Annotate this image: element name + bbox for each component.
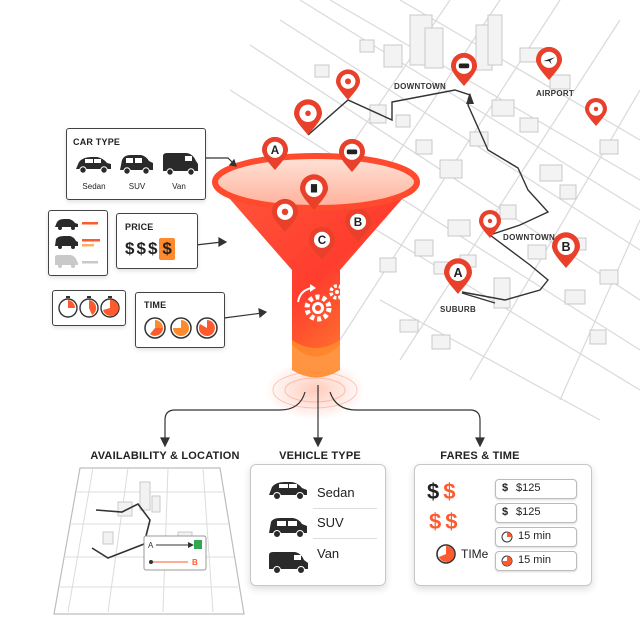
- car-row-2: [55, 236, 100, 249]
- fare-pill-2[interactable]: $ $125: [495, 503, 577, 523]
- vehicle-suv-label: SUV: [317, 515, 344, 530]
- map-pin-target-target-icon: [345, 78, 351, 85]
- availability-panel[interactable]: A B: [48, 462, 248, 622]
- map-pin-a-left-label: A: [453, 266, 462, 280]
- vehicle-suv-icon: [269, 518, 307, 538]
- fare-dollar-orange-2: $: [429, 509, 442, 534]
- fares-time-title: FARES & TIME: [440, 450, 520, 462]
- funnel-pin-c[interactable]: C: [309, 226, 335, 260]
- fare-dollar-orange: $: [443, 479, 456, 504]
- map-pin-2[interactable]: [585, 97, 607, 126]
- map-pin-3[interactable]: [479, 209, 501, 238]
- car-type-van-label: Van: [172, 182, 186, 191]
- time-pill-2-value: 15 min: [518, 554, 552, 566]
- fare-pill-1-value: $125: [516, 482, 541, 494]
- clock-icon-2: [79, 296, 99, 318]
- map-pin-b-right-label: B: [561, 240, 570, 254]
- clock-icon-3: [100, 296, 120, 318]
- vehicle-type-title: VEHICLE TYPE: [279, 450, 361, 462]
- fares-time-label: TIMe: [461, 547, 489, 561]
- car-type-title: CAR TYPE: [73, 137, 121, 147]
- price-dollar-2: $: [136, 239, 146, 258]
- funnel-pin-target[interactable]: [272, 198, 298, 232]
- label-suburb: SUBURB: [440, 305, 476, 314]
- funnel-pin-b[interactable]: B: [345, 208, 371, 242]
- time-pill-1[interactable]: 15 min: [495, 527, 577, 547]
- label-airport: AIRPORT: [536, 89, 574, 98]
- time-card[interactable]: TIME: [135, 292, 225, 348]
- map-pin-b-right[interactable]: B: [552, 232, 580, 268]
- funnel-pin-target-target-icon: [281, 208, 289, 216]
- map-pin-target[interactable]: [336, 69, 360, 100]
- vehicle-sedan-icon: [269, 482, 307, 500]
- map-pin-airport[interactable]: [536, 46, 562, 80]
- route-legend-a: A: [148, 541, 154, 550]
- fares-dollars-row-1: $$: [427, 479, 456, 505]
- time-clock-1: [144, 317, 166, 339]
- car-type-suv-label: SUV: [128, 182, 146, 191]
- time-clock-3: [196, 317, 218, 339]
- fare-pill-1-icon: $: [502, 482, 509, 494]
- vehicle-type-panel[interactable]: Sedan SUV Van: [250, 464, 386, 586]
- funnel-pin-a[interactable]: A: [262, 136, 288, 170]
- funnel-pin-a-label: A: [271, 144, 280, 157]
- car-type-sedan-label: Sedan: [82, 182, 106, 191]
- label-downtown-mid: DOWNTOWN: [503, 233, 555, 242]
- time-pill-1-clock-icon: [501, 531, 513, 543]
- car-row-1: [55, 219, 98, 230]
- fare-pill-1[interactable]: $ $125: [495, 479, 577, 499]
- map-pin-a-left[interactable]: A: [444, 258, 472, 294]
- price-dollar-1: $: [125, 239, 135, 258]
- time-pill-2-clock-icon: [501, 555, 513, 567]
- label-downtown-top: DOWNTOWN: [394, 82, 446, 91]
- vehicle-sedan-label: Sedan: [317, 485, 355, 500]
- time-clock-2: [170, 317, 192, 339]
- route-legend-b: B: [192, 558, 198, 567]
- price-title: PRICE: [125, 222, 154, 232]
- map-buildings: [314, 14, 619, 350]
- map-pin-car[interactable]: [451, 52, 477, 86]
- funnel-pin-door-icon: [310, 184, 318, 193]
- funnel-pin-c-label: C: [318, 234, 327, 247]
- fares-clock-icon: [436, 544, 456, 564]
- fare-dollar-dark: $: [427, 479, 440, 504]
- time-pill-2[interactable]: 15 min: [495, 551, 577, 571]
- price-card[interactable]: PRICE $ $ $ $: [116, 213, 198, 269]
- cars-list-card[interactable]: [48, 210, 108, 276]
- funnel-pin-car-car-icon: [346, 149, 358, 155]
- map-pin-1[interactable]: [294, 99, 322, 135]
- funnel-pin-car[interactable]: [339, 138, 365, 172]
- vehicle-van-label: Van: [317, 546, 340, 561]
- availability-route: [91, 502, 151, 559]
- clock-icon-1: [58, 296, 78, 318]
- fare-pill-2-value: $125: [516, 506, 541, 518]
- car-row-3: [55, 255, 98, 268]
- map-pin-airport-plane-icon: [543, 57, 555, 65]
- map-route: [307, 89, 550, 301]
- availability-title: AVAILABILITY & LOCATION: [90, 450, 240, 462]
- time-pill-1-value: 15 min: [518, 530, 552, 542]
- fare-pill-2-icon: $: [502, 506, 509, 518]
- route-legend-card: A B: [143, 535, 207, 571]
- price-dollar-3: $: [147, 239, 158, 258]
- vehicle-van-icon: [269, 552, 308, 574]
- suv-icon: [120, 155, 153, 175]
- funnel-pin-b-label: B: [354, 216, 362, 229]
- van-icon: [163, 153, 198, 176]
- price-dollar-selected[interactable]: $: [159, 238, 175, 260]
- sedan-icon: [76, 157, 111, 174]
- clocks-card[interactable]: [52, 290, 126, 326]
- fares-time-panel[interactable]: $$ $$ TIMe $ $125 $ $125 15 min 15 min: [414, 464, 592, 586]
- fares-dollars-row-2: $$: [429, 509, 458, 535]
- funnel-pin-door[interactable]: [300, 174, 328, 210]
- map-pin-car-car-icon: [458, 63, 470, 69]
- fare-dollar-orange-3: $: [445, 509, 458, 534]
- funnel-glow: [265, 360, 365, 420]
- car-type-card[interactable]: CAR TYPE Sedan SUV Van: [66, 128, 206, 200]
- gear-icon: [297, 284, 345, 322]
- time-title: TIME: [144, 300, 167, 310]
- price-symbols: $ $ $ $: [125, 237, 175, 261]
